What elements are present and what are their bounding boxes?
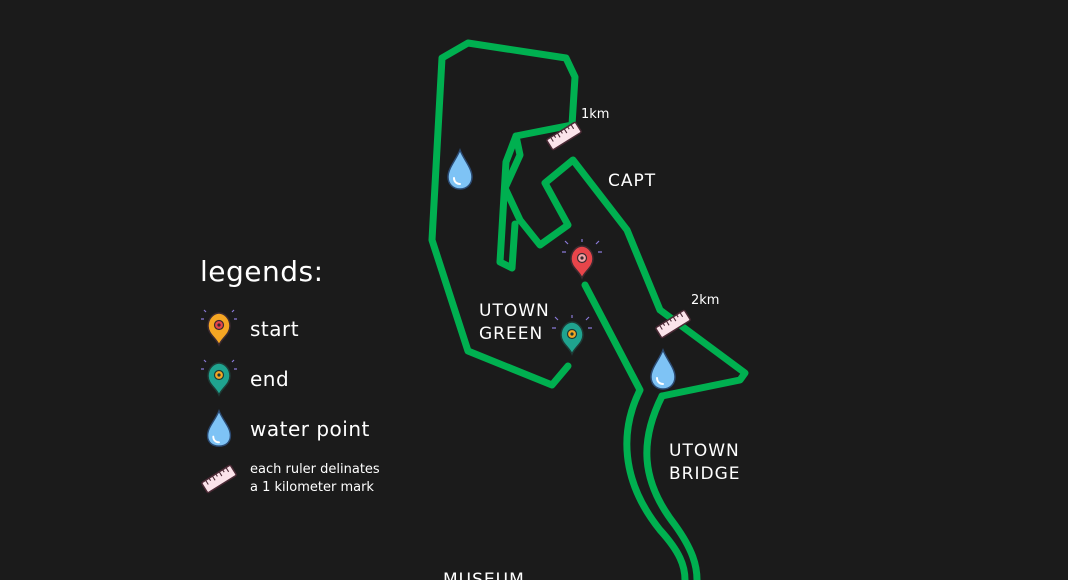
route-path-bridge-left xyxy=(581,281,689,580)
ruler-icon xyxy=(200,459,238,499)
water-drop-icon xyxy=(650,349,676,390)
legend-label-start: start xyxy=(250,317,300,341)
place-label-utown-green-1: UTOWN xyxy=(479,301,550,321)
water-drop-icon xyxy=(200,409,238,449)
legend-label-end: end xyxy=(250,367,290,391)
end-marker-icon xyxy=(552,315,592,356)
start-marker-icon xyxy=(562,239,602,280)
place-label-museum: MUSEUM xyxy=(443,570,525,580)
route-path-bridge-right xyxy=(643,392,701,580)
end-pin-icon xyxy=(200,359,238,399)
legend-label-ruler-line2: a 1 kilometer mark xyxy=(250,480,374,495)
legend-label-water: water point xyxy=(250,417,370,441)
legend-label-ruler-line1: each ruler delinates xyxy=(250,462,380,477)
legend-label-ruler: each ruler delinates a 1 kilometer mark xyxy=(250,461,380,497)
place-label-utown-bridge-1: UTOWN xyxy=(669,441,740,461)
legend-item-start: start xyxy=(200,304,460,354)
legend-item-ruler: each ruler delinates a 1 kilometer mark xyxy=(200,454,460,504)
route-path-inner-loop xyxy=(496,132,520,272)
km-label-2: 2km xyxy=(691,293,719,308)
place-label-capt: CAPT xyxy=(608,171,656,191)
legend-title: legends: xyxy=(200,255,324,288)
legend-item-end: end xyxy=(200,354,460,404)
place-label-utown-bridge-2: BRIDGE xyxy=(669,464,741,484)
legend-panel: legends: start end xyxy=(200,255,460,504)
legend-item-water: water point xyxy=(200,404,460,454)
km-label-1: 1km xyxy=(581,107,609,122)
route-path xyxy=(428,39,749,400)
place-label-utown-green-2: GREEN xyxy=(479,324,543,344)
water-drop-icon xyxy=(447,149,473,190)
start-pin-icon xyxy=(200,309,238,349)
